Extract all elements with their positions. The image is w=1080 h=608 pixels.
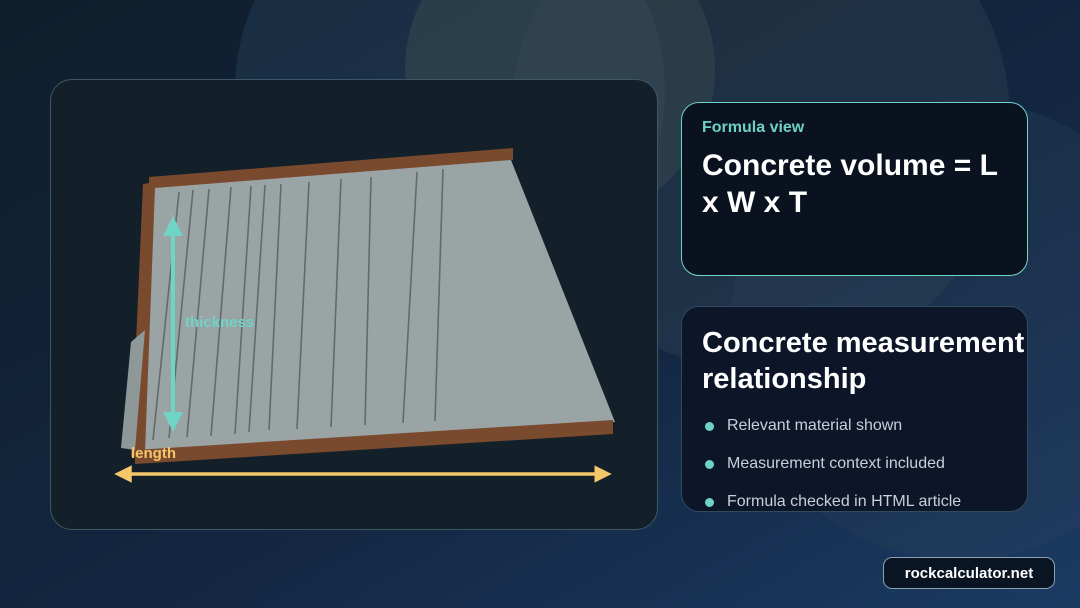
info-card-title: Concrete measurement relationship [702, 325, 1025, 397]
info-bullet-list: Relevant material shown Measurement cont… [702, 407, 1007, 521]
texture-line [296, 181, 310, 430]
formula-card: Formula view Concrete volume = L x W x T [681, 102, 1028, 276]
bullet-dot-icon [705, 497, 714, 507]
formula-kicker: Formula view [702, 119, 805, 136]
bullet-dot-icon [705, 421, 714, 431]
slab-left-edge [121, 330, 145, 450]
texture-line [434, 168, 444, 422]
bullet-item: Measurement context included [702, 445, 1007, 483]
texture-line [268, 183, 282, 431]
measurement-info-card: Concrete measurement relationship Releva… [681, 306, 1028, 512]
info-title-line2: relationship [702, 363, 867, 395]
formula-text: Concrete volume = L x W x T [702, 149, 998, 219]
info-title-line1: Concrete measurement [702, 327, 1025, 359]
form-board-bottom [135, 420, 613, 464]
bullet-item: Relevant material shown [702, 407, 1007, 445]
bullet-text: Formula checked in HTML article [727, 493, 962, 510]
concrete-slab [145, 160, 615, 452]
texture-line [364, 176, 372, 426]
texture-line [330, 178, 342, 428]
texture-line [402, 171, 418, 424]
bullet-text: Relevant material shown [727, 417, 903, 434]
slab-diagram: thickness length [114, 148, 615, 483]
texture-line [248, 184, 266, 433]
texture-line [186, 188, 210, 438]
site-badge[interactable]: rockcalculator.net [883, 557, 1055, 589]
thickness-label: thickness [185, 314, 254, 331]
bullet-item: Formula checked in HTML article [702, 483, 1007, 521]
texture-line [234, 185, 252, 435]
bullet-text: Measurement context included [727, 455, 945, 472]
bullet-dot-icon [705, 459, 714, 469]
form-board-top [149, 148, 513, 189]
slab-illustration-panel: thickness length [50, 79, 658, 530]
length-label: length [131, 445, 176, 462]
texture-line [210, 186, 232, 437]
